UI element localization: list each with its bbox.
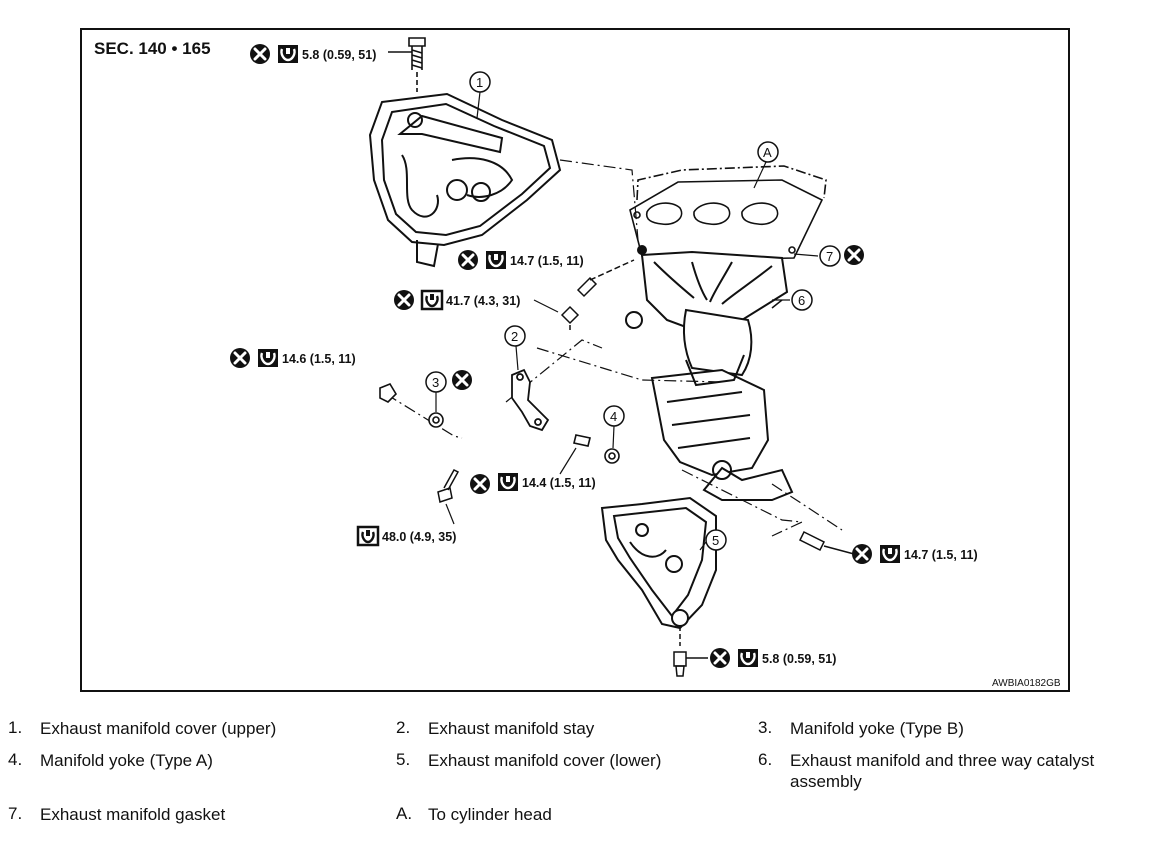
legend-text: To cylinder head: [428, 805, 552, 824]
svg-text:6: 6: [798, 293, 805, 308]
legend-item-3: 3. Manifold yoke (Type B): [750, 718, 964, 739]
manifold-cover-lower: [600, 496, 717, 630]
svg-text:3: 3: [432, 375, 439, 390]
manifold-yoke-type-a: [573, 434, 620, 464]
legend-key: 6.: [758, 750, 773, 769]
svg-text:5: 5: [712, 533, 719, 548]
torque-2: 14.7 (1.5, 11): [510, 254, 584, 268]
legend-item-6: 6. Exhaust manifold and three way cataly…: [750, 750, 1150, 792]
legend-key: 1.: [8, 718, 23, 737]
torque-5: 14.4 (1.5, 11): [522, 476, 596, 490]
stud-nut-manifold: [560, 259, 635, 330]
legend-text: Exhaust manifold cover (lower): [428, 751, 662, 770]
callout-5: 5: [699, 529, 727, 551]
callout-4: 4: [603, 405, 625, 449]
torque-4: 14.6 (1.5, 11): [282, 352, 356, 366]
legend-item-7: 7. Exhaust manifold gasket: [0, 804, 225, 825]
manifold-stay: [511, 368, 550, 432]
callout-3: 3: [425, 368, 474, 412]
callout-1: 1: [469, 71, 491, 119]
legend-text: Exhaust manifold cover (upper): [40, 719, 277, 738]
callout-A: A: [753, 141, 779, 189]
torque-6: 48.0 (4.9, 35): [382, 530, 456, 544]
stud-right: [798, 530, 855, 555]
legend-item-4: 4. Manifold yoke (Type A): [0, 750, 213, 771]
legend-text: Exhaust manifold gasket: [40, 805, 226, 824]
legend-text: Exhaust manifold stay: [428, 719, 595, 738]
manifold-catalyst-assembly: [625, 245, 794, 501]
diagram-figure: SEC. 140 • 165 5.8 (0.59, 51) 1: [80, 28, 1070, 692]
image-code: AWBIA0182GB: [992, 678, 1061, 689]
legend-item-A: A. To cylinder head: [388, 804, 552, 825]
svg-text:4: 4: [610, 409, 617, 424]
legend-key: A.: [396, 804, 413, 823]
legend-item-1: 1. Exhaust manifold cover (upper): [0, 718, 276, 739]
svg-text:2: 2: [511, 329, 518, 344]
torque-8: 5.8 (0.59, 51): [762, 652, 836, 666]
manifold-cover-upper: [368, 92, 562, 268]
torque-1: 5.8 (0.59, 51): [302, 48, 376, 62]
callout-7: 7: [793, 243, 866, 267]
legend-key: 5.: [396, 750, 411, 769]
torque-3: 41.7 (4.3, 31): [446, 294, 520, 308]
svg-text:1: 1: [476, 75, 483, 90]
legend-key: 4.: [8, 750, 23, 769]
legend-text: Manifold yoke (Type A): [40, 751, 213, 770]
legend-key: 7.: [8, 804, 23, 823]
legend-text: Exhaust manifold and three way catalyst …: [790, 751, 1095, 791]
svg-text:7: 7: [826, 249, 833, 264]
legend-text: Manifold yoke (Type B): [790, 719, 964, 738]
cover-bolt-bottom: [673, 626, 708, 677]
assembly-guide-lines: [385, 159, 843, 537]
legend-item-5: 5. Exhaust manifold cover (lower): [388, 750, 661, 771]
cover-bolt-top: [388, 37, 426, 92]
manifold-yoke-type-b: [379, 383, 444, 428]
manifold-gasket: [629, 165, 827, 261]
legend-key: 3.: [758, 718, 773, 737]
legend-item-2: 2. Exhaust manifold stay: [388, 718, 594, 739]
callout-6: 6: [772, 289, 813, 311]
stay-bolt: [437, 469, 460, 503]
legend-key: 2.: [396, 718, 411, 737]
torque-7: 14.7 (1.5, 11): [904, 548, 978, 562]
callout-2: 2: [504, 325, 526, 371]
section-label: SEC. 140 • 165: [94, 39, 211, 58]
svg-text:A: A: [763, 145, 772, 160]
